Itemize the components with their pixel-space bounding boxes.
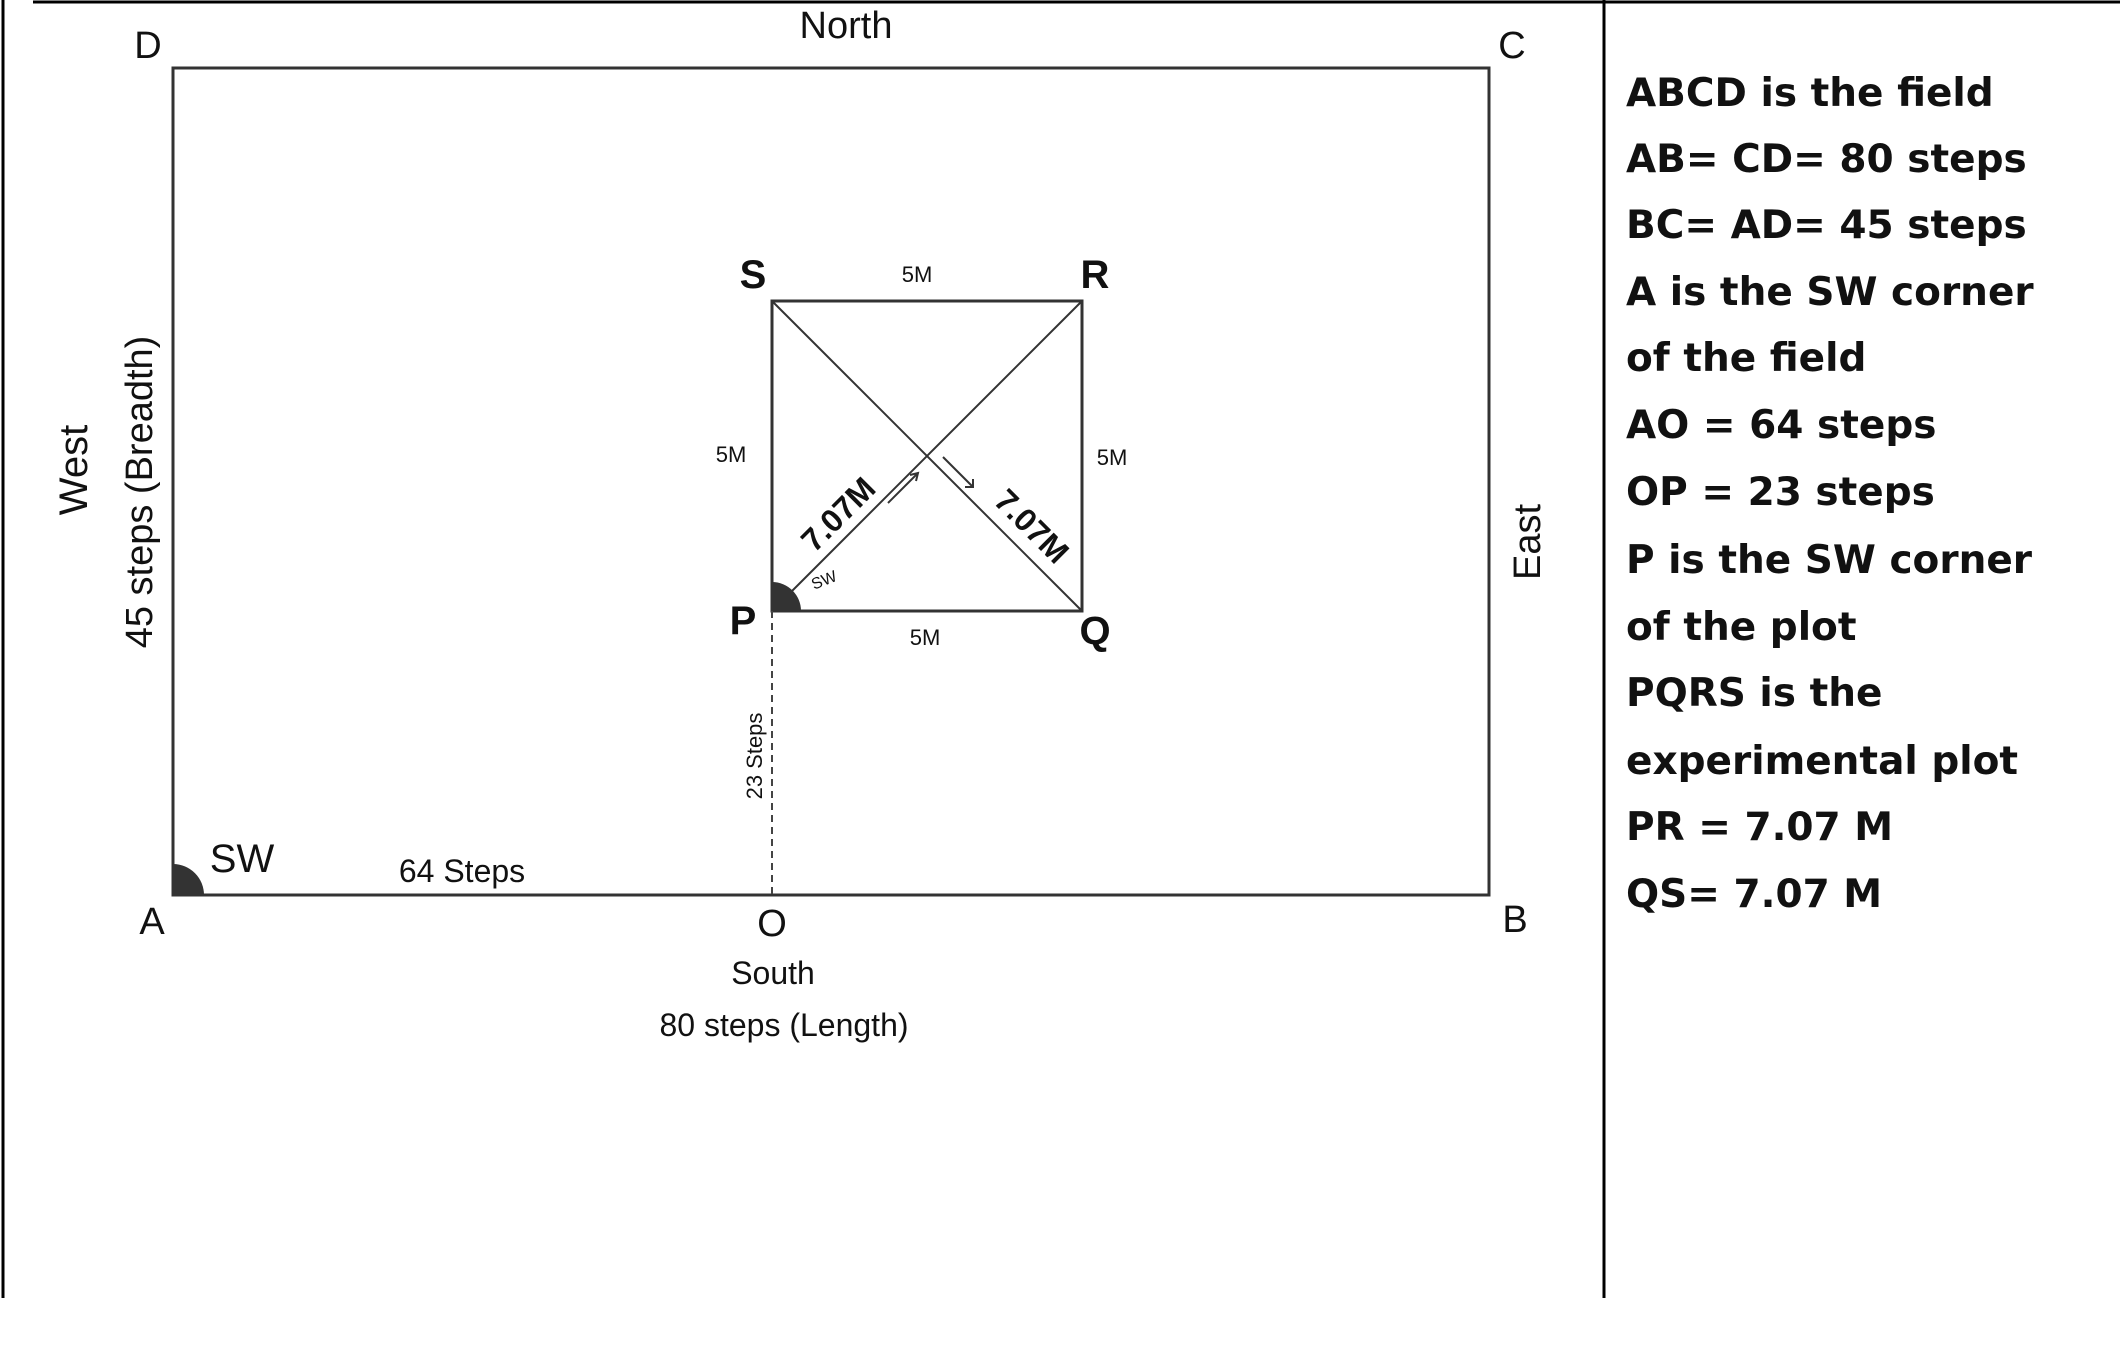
pr-arrow-shaft: [887, 472, 919, 504]
info-line-11: experimental plot: [1626, 739, 2018, 784]
corner-label-a: A: [139, 901, 165, 943]
pr-arrow-head: [909, 471, 920, 482]
direction-west: West: [52, 425, 96, 515]
diagonal-arrows: [887, 456, 974, 504]
field-sw-sector: [173, 864, 204, 895]
side-label-right: 5M: [1097, 445, 1128, 470]
info-line-9: of the plot: [1626, 605, 1857, 650]
corner-label-c: C: [1498, 25, 1525, 67]
info-line-6: AO = 64 steps: [1626, 403, 1936, 448]
info-panel: ABCD is the field AB= CD= 80 steps BC= A…: [1626, 71, 2034, 917]
direction-south: South: [731, 955, 815, 991]
info-line-2: AB= CD= 80 steps: [1626, 137, 2027, 182]
plot-square: [770, 299, 1084, 613]
diagonal-qs: [771, 300, 1083, 612]
info-line-4: A is the SW corner: [1626, 270, 2034, 315]
info-line-5: of the field: [1626, 336, 1866, 381]
ao-distance-label: 64 Steps: [399, 853, 525, 889]
corner-label-b: B: [1502, 899, 1527, 941]
op-distance-label: 23 Steps: [742, 713, 767, 800]
side-label-left: 5M: [716, 442, 747, 467]
field-length-label: 80 steps (Length): [659, 1007, 908, 1043]
info-line-8: P is the SW corner: [1626, 538, 2033, 583]
direction-east: East: [1507, 504, 1549, 580]
plot-corner-label-s: S: [740, 253, 767, 297]
field-sw-label: SW: [210, 837, 275, 881]
corner-label-d: D: [134, 25, 161, 67]
plot-corner-label-q: Q: [1079, 609, 1110, 653]
info-line-10: PQRS is the: [1626, 671, 1882, 716]
field-rectangle: [171, 66, 1491, 897]
info-line-12: PR = 7.07 M: [1626, 805, 1893, 850]
info-line-7: OP = 23 steps: [1626, 470, 1935, 515]
info-line-13: QS= 7.07 M: [1626, 872, 1882, 917]
diagonal-label-qs: 7.07M: [988, 482, 1076, 570]
info-line-1: ABCD is the field: [1626, 71, 1994, 116]
field-breadth-label: 45 steps (Breadth): [119, 336, 161, 649]
side-label-bottom: 5M: [910, 625, 941, 650]
plot-sw-label: SW: [809, 568, 840, 594]
qs-arrow-head: [965, 479, 974, 488]
side-label-top: 5M: [902, 262, 933, 287]
plot-corner-label-p: P: [730, 599, 757, 643]
direction-north: North: [800, 5, 893, 47]
frame: [1, 0, 2120, 1298]
plot-sw-sector: [772, 582, 801, 611]
point-label-o: O: [757, 903, 787, 945]
info-line-3: BC= AD= 45 steps: [1626, 203, 2027, 248]
plot-corner-label-r: R: [1081, 253, 1110, 297]
qs-arrow-shaft: [942, 456, 974, 488]
